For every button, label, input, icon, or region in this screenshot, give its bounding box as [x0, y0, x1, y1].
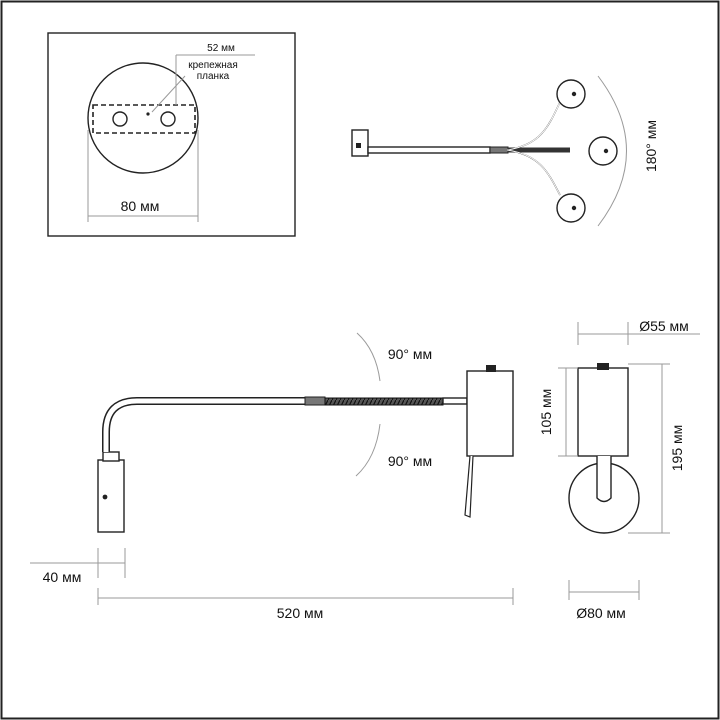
top-lamp-head-lower — [556, 193, 586, 223]
top-lamp-head-upper — [556, 79, 586, 109]
flexible-neck — [324, 397, 444, 406]
top-view: 180° мм — [351, 75, 659, 227]
rotation-arc-up — [356, 332, 381, 382]
side-view: 90° мм 90° мм 40 мм 520 мм — [30, 332, 514, 621]
rotation-180-label: 180° мм — [643, 120, 659, 172]
body-height-label: 105 мм — [538, 389, 554, 436]
rotation-down-label: 90° мм — [388, 453, 432, 469]
top-lamp-head-middle — [588, 136, 618, 166]
bracket-width-label: 52 мм — [207, 43, 235, 54]
rotation-arc-180 — [597, 75, 627, 227]
rotation-arc-down — [355, 423, 381, 477]
head-length-label: 40 мм — [43, 569, 82, 585]
center-dot — [146, 112, 150, 116]
body-diameter-label: Ø55 мм — [639, 318, 689, 334]
front-body — [577, 367, 629, 457]
bracket-name-line2: планка — [197, 71, 230, 82]
bracket-name-line1: крепежная — [188, 60, 238, 71]
mount-plate-circle — [87, 62, 199, 174]
rotation-up-label: 90° мм — [388, 346, 432, 362]
screw-hole-left — [112, 111, 128, 127]
mounting-bracket — [92, 104, 196, 134]
screw-hole-right — [160, 111, 176, 127]
base-diameter-label: Ø80 мм — [576, 605, 626, 621]
front-view: Ø55 мм 105 мм 195 мм Ø80 мм — [538, 318, 700, 621]
side-lamp-head — [97, 459, 125, 533]
mount-plate-frame — [47, 32, 296, 237]
arm-length-label: 520 мм — [277, 605, 324, 621]
side-wall-box — [466, 370, 514, 457]
plate-diameter-label: 80 мм — [121, 198, 160, 214]
front-stem — [596, 456, 612, 503]
side-arm — [102, 397, 305, 452]
top-arm — [367, 146, 491, 154]
mount-plate-detail: 52 мм крепежная планка 80 мм — [47, 32, 296, 237]
total-height-label: 195 мм — [669, 425, 685, 472]
